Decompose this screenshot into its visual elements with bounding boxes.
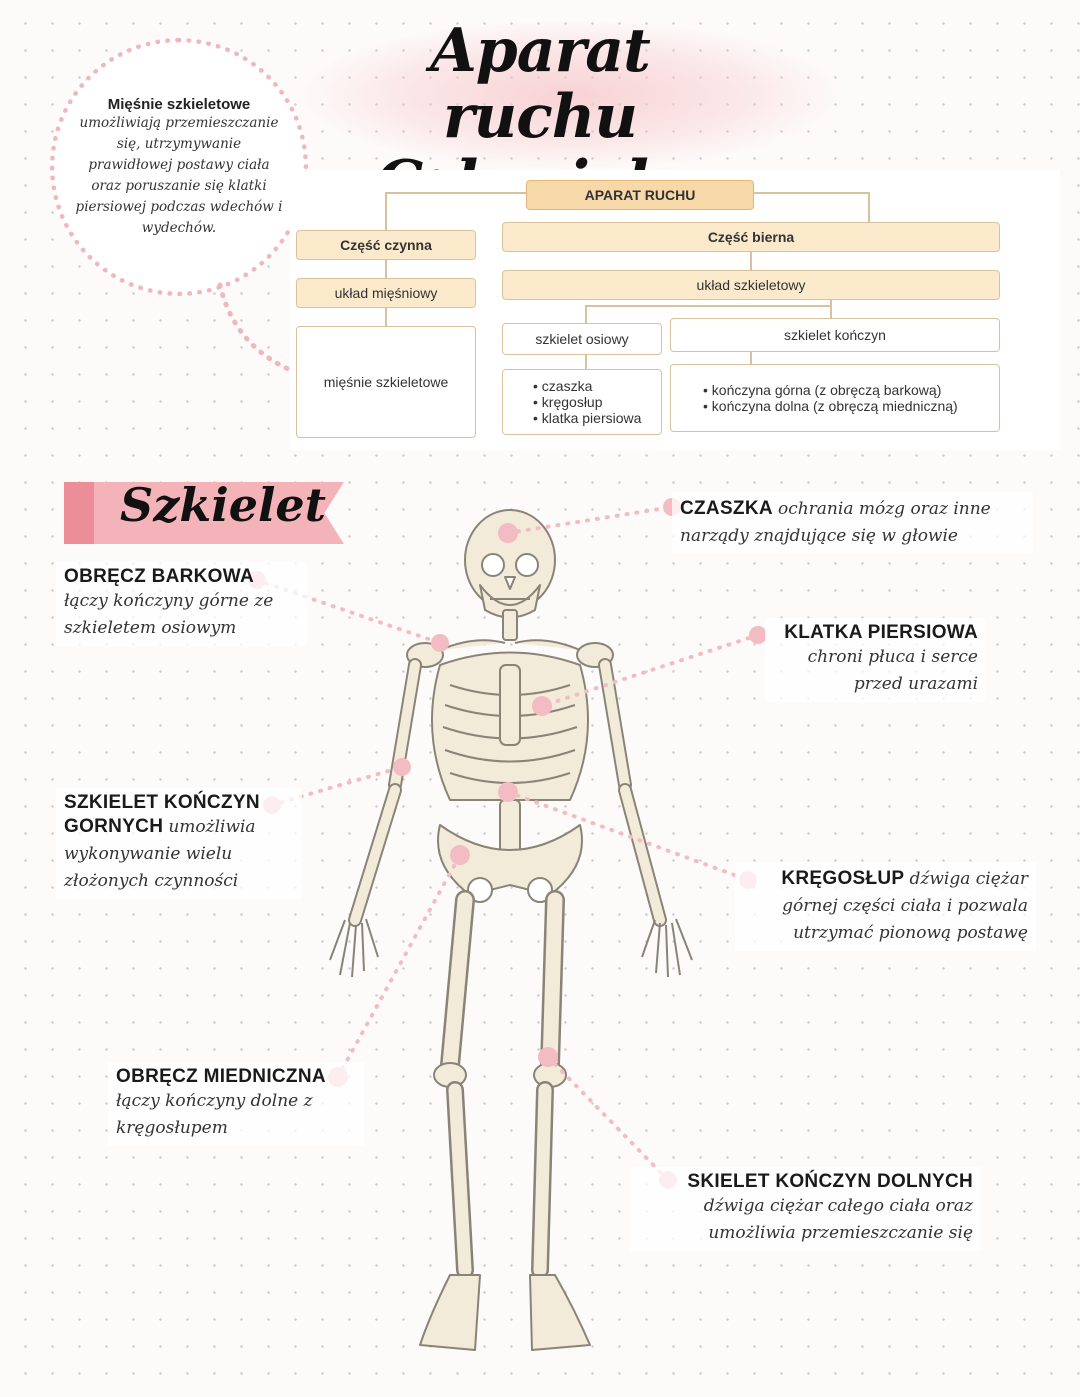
label-text: łączy kończyny dolne z kręgosłupem bbox=[116, 1091, 313, 1138]
label-text: wykonywanie wielu bbox=[64, 844, 233, 864]
label-heading: KRĘGOSŁUP bbox=[781, 868, 905, 889]
note-text: umożliwiają przemieszczanie się, utrzymy… bbox=[75, 114, 283, 236]
connector bbox=[385, 192, 387, 230]
list-item: klatka piersiowa bbox=[533, 410, 642, 426]
label-text: łączy kończyny górne ze szkieletem osiow… bbox=[64, 591, 274, 638]
note-heading: Mięśnie szkieletowe bbox=[107, 95, 251, 113]
chart-limb-skeleton: szkielet kończyn bbox=[670, 318, 1000, 352]
section-title: Szkielet bbox=[120, 478, 326, 532]
list-item: kręgosłup bbox=[533, 394, 641, 410]
chart-muscle-system: układ mięśniowy bbox=[296, 278, 476, 308]
connector bbox=[750, 352, 752, 366]
connector bbox=[830, 300, 832, 318]
chart-active-part: Część czynna bbox=[296, 230, 476, 260]
section-banner bbox=[64, 482, 344, 544]
label-shoulder-girdle: OBRĘCZ BARKOWA łączy kończyny górne ze s… bbox=[56, 562, 307, 646]
marker-dot bbox=[538, 1047, 558, 1067]
title-line-1: Aparat ruchu bbox=[430, 16, 651, 152]
label-text: umożliwia przemieszczanie się bbox=[708, 1223, 973, 1243]
label-ribcage: KLATKA PIERSIOWA chroni płuca i serce pr… bbox=[765, 618, 986, 702]
label-text: utrzymać pionową postawę bbox=[793, 923, 1028, 943]
skeleton-illustration bbox=[329, 509, 693, 1351]
label-text: górnej części ciała i pozwala bbox=[782, 896, 1028, 916]
label-lower-limbs: SKIELET KOŃCZYN DOLNYCH dźwiga ciężar ca… bbox=[630, 1167, 981, 1251]
marker-dot bbox=[450, 845, 470, 865]
marker-dot bbox=[532, 696, 552, 716]
label-heading: SZKIELET KOŃCZYN bbox=[64, 792, 260, 813]
chart-root: APARAT RUCHU bbox=[526, 180, 754, 210]
label-text: umożliwia bbox=[168, 817, 256, 837]
section-banner-edge bbox=[64, 482, 94, 544]
label-heading: KLATKA PIERSIOWA bbox=[784, 622, 978, 643]
label-text: dźwiga ciężar bbox=[909, 869, 1029, 889]
note-connector bbox=[217, 282, 348, 388]
list-item: czaszka bbox=[533, 378, 641, 394]
marker-dot bbox=[393, 758, 411, 776]
label-pelvic-girdle: OBRĘCZ MIEDNICZNA łączy kończyny dolne z… bbox=[108, 1062, 364, 1146]
label-text: złożonych czynności bbox=[64, 871, 239, 891]
marker-dot bbox=[498, 523, 518, 543]
connector bbox=[385, 258, 387, 278]
marker-dot bbox=[498, 782, 518, 802]
title-highlight bbox=[300, 20, 840, 170]
connector bbox=[585, 355, 587, 369]
label-text: ochrania mózg oraz inne narządy znajdują… bbox=[680, 499, 991, 546]
chart-axial-items: czaszka kręgosłup klatka piersiowa bbox=[502, 369, 662, 435]
connector bbox=[585, 305, 587, 323]
list-item: kończyna górna (z obręczą barkową) bbox=[703, 382, 958, 398]
muscles-note-circle: Mięśnie szkieletowe umożliwiają przemies… bbox=[50, 38, 308, 296]
connector bbox=[868, 192, 870, 224]
label-text: chroni płuca i serce bbox=[807, 647, 978, 667]
label-text: przed urazami bbox=[853, 674, 978, 694]
connector bbox=[750, 250, 752, 270]
label-skull: CZASZKA ochrania mózg oraz inne narządy … bbox=[672, 492, 1033, 554]
chart-passive-part: Część bierna bbox=[502, 222, 1000, 252]
label-heading: SKIELET KOŃCZYN DOLNYCH bbox=[687, 1171, 973, 1192]
label-text: dźwiga ciężar całego ciała oraz bbox=[703, 1196, 973, 1216]
label-spine: KRĘGOSŁUP dźwiga ciężar górnej części ci… bbox=[735, 862, 1036, 951]
connector bbox=[385, 308, 387, 326]
chart-axial-skeleton: szkielet osiowy bbox=[502, 323, 662, 355]
connector bbox=[585, 305, 832, 307]
chart-limb-items: kończyna górna (z obręczą barkową) kończ… bbox=[670, 364, 1000, 432]
marker-dot bbox=[749, 626, 767, 644]
list-item: kończyna dolna (z obręczą miedniczną) bbox=[703, 398, 958, 414]
chart-muscles: mięśnie szkieletowe bbox=[296, 326, 476, 438]
label-heading: CZASZKA bbox=[680, 498, 773, 519]
label-upper-limbs: SZKIELET KOŃCZYN GORNYCH umożliwia wykon… bbox=[56, 788, 302, 899]
label-heading: OBRĘCZ BARKOWA bbox=[64, 566, 254, 587]
label-heading: GORNYCH bbox=[64, 816, 164, 837]
marker-dot bbox=[431, 634, 449, 652]
chart-skeletal-system: układ szkieletowy bbox=[502, 270, 1000, 300]
label-heading: OBRĘCZ MIEDNICZNA bbox=[116, 1066, 326, 1087]
